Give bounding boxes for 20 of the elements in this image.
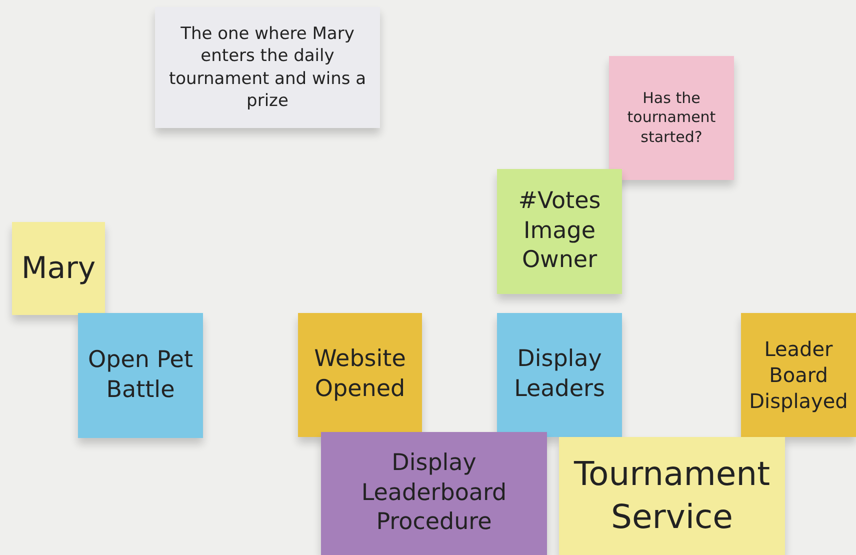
note-text: Has the tournament started?	[626, 88, 717, 148]
note-text: Mary	[21, 250, 96, 288]
note-text: The one where Mary enters the daily tournament and wins a prize	[168, 23, 368, 112]
sticky-note	[559, 437, 785, 555]
sticky-note	[12, 222, 105, 315]
note-text: Open Pet Battle	[87, 346, 194, 404]
note-text: Website Opened	[313, 345, 407, 404]
note-text: Leader Board Displayed	[748, 336, 849, 414]
sticky-note	[155, 7, 380, 128]
sticky-note	[497, 313, 622, 437]
sticky-note	[609, 56, 734, 180]
note-text: Tournament Service	[572, 453, 772, 538]
sticky-note	[298, 313, 422, 437]
sticky-note	[497, 169, 622, 294]
note-text: #Votes Image Owner	[517, 186, 602, 276]
sticky-note	[78, 313, 203, 438]
note-text: Display Leaderboard Procedure	[360, 448, 508, 538]
sticky-note	[321, 432, 547, 555]
note-text: Display Leaders	[513, 345, 606, 404]
sticky-note	[741, 313, 856, 437]
